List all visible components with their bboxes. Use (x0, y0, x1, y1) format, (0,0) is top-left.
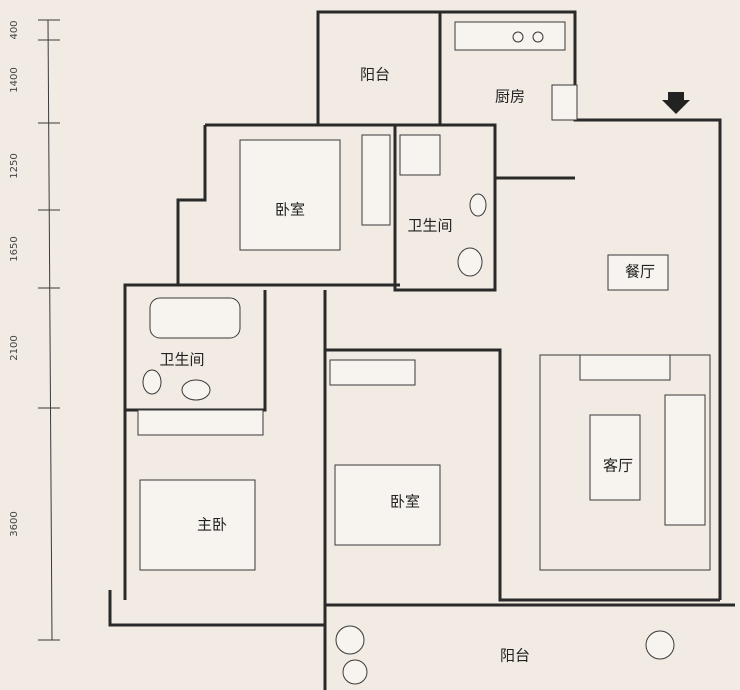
toilet-left (142, 369, 162, 395)
dimension-label: 2100 (9, 335, 20, 360)
dimension-label: 1650 (9, 236, 20, 261)
plant (342, 659, 368, 685)
toilet (469, 193, 487, 217)
room-label-dining: 餐厅 (625, 263, 655, 281)
bathtub (149, 297, 241, 339)
walls (108, 10, 735, 690)
basin-left (181, 379, 211, 401)
room-label-bedroom-top: 卧室 (275, 201, 305, 219)
dimension-label: 1250 (9, 153, 20, 178)
dimension-label: 3600 (9, 511, 20, 536)
room-label-kitchen: 厨房 (495, 88, 525, 106)
sink (551, 84, 578, 121)
wardrobe-middle (329, 359, 416, 386)
wardrobe-top (361, 134, 391, 226)
dimension-bar: 400 1400 1250 1650 2100 3600 (9, 19, 60, 641)
room-label-living: 客厅 (603, 457, 633, 475)
dining-table (607, 254, 669, 291)
bed-top (239, 139, 341, 251)
furniture (137, 21, 706, 685)
tv-cabinet (579, 354, 671, 381)
plant (335, 625, 365, 655)
sofa (664, 394, 706, 526)
wardrobe-left (137, 409, 264, 436)
room-label-balcony-top: 阳台 (360, 66, 390, 84)
balcony-table (645, 630, 675, 660)
master-bed (139, 479, 256, 571)
room-label-master-bedroom: 主卧 (197, 516, 227, 534)
room-label-balcony-bottom: 阳台 (500, 647, 530, 665)
stove-counter (454, 21, 566, 51)
shower (399, 134, 441, 176)
dimension-label: 1400 (9, 67, 20, 92)
coffee-table (589, 414, 641, 501)
room-label-bathroom-top: 卫生间 (407, 217, 452, 235)
room-label-bathroom-left: 卫生间 (159, 351, 204, 369)
bed-middle (334, 464, 441, 546)
room-label-bedroom-middle: 卧室 (390, 493, 420, 511)
basin (457, 247, 483, 277)
dimension-label: 400 (9, 20, 20, 39)
entrance-arrow-icon (662, 92, 690, 114)
